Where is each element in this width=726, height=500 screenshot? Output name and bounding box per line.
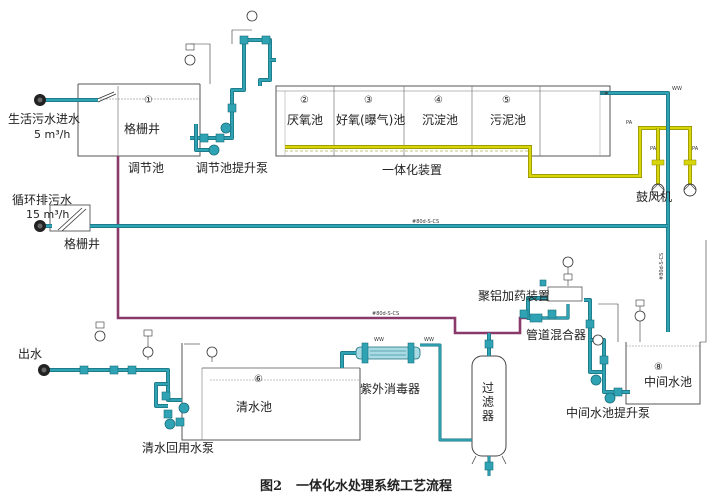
label-sludge: 污泥池: [490, 113, 526, 127]
label-pipe-mixer: 管道混合器: [526, 327, 586, 342]
figure-number: 图2: [260, 479, 282, 494]
tag-ww-1: WW: [672, 86, 682, 92]
number-4: ④: [434, 95, 443, 106]
water-pipes: [42, 38, 670, 476]
domestic-inlet-flange-icon: [34, 94, 46, 106]
label-aerobic: 好氧(曝气)池: [336, 112, 405, 127]
screen-well-2: [49, 204, 91, 232]
pipe-mixer-icon: [529, 279, 547, 323]
regulating-pump-icon: [208, 122, 232, 156]
uv-disinfector: [355, 342, 421, 364]
tag-pa-1: PA: [626, 120, 633, 126]
tag-line-vertical: #80d-S-CS: [659, 253, 665, 280]
instrument-lines: [147, 29, 707, 362]
clear-water-tank: [181, 343, 361, 441]
blower-icon: [651, 159, 697, 197]
number-2: ②: [300, 95, 309, 106]
tag-ww-3: WW: [424, 337, 434, 343]
sewage-pipe: [116, 156, 535, 335]
label-outflow: 出水: [18, 347, 42, 361]
label-regulating-pump: 调节池提升泵: [196, 160, 268, 175]
recycle-inlet-flange-icon: [34, 220, 46, 232]
label-blower: 鼓风机: [636, 190, 672, 204]
number-8: ⑧: [654, 362, 663, 373]
clear-water-pump-icon: [164, 402, 190, 430]
regulating-tank: [77, 83, 201, 157]
tag-line-purple: #80d-S-CS: [372, 311, 399, 317]
labels: 生活污水进水 5 m³/h 格栅井 调节池 调节池提升泵 厌氧池 好氧(曝气)池…: [8, 86, 699, 494]
figure-title: 一体化水处理系统工艺流程: [296, 478, 452, 494]
label-mid-pump: 中间水池提升泵: [566, 405, 650, 420]
number-3: ③: [364, 95, 373, 106]
tag-pa-3: PA: [692, 146, 699, 152]
label-recycle-inflow: 循环排污水: [12, 193, 72, 207]
label-uv: 紫外消毒器: [360, 382, 420, 396]
air-pipe: [285, 126, 692, 186]
label-recycle-flow: 15 m³/h: [26, 208, 69, 221]
label-domestic-inflow: 生活污水进水: [8, 112, 80, 126]
label-clear-tank: 清水池: [236, 400, 272, 414]
middle-water-tank: [625, 342, 701, 405]
label-filter-char-1: 过滤器: [482, 381, 494, 423]
label-pac-dosing: 聚铝加药装置: [478, 288, 550, 303]
number-1: ①: [144, 95, 153, 106]
middle-pump-icon: [590, 374, 616, 404]
label-settling: 沉淀池: [422, 113, 458, 127]
label-integrated-device: 一体化装置: [382, 163, 442, 177]
label-domestic-flow: 5 m³/h: [34, 128, 70, 141]
label-screen-well-1: 格栅井: [124, 121, 160, 136]
label-anoxic: 厌氧池: [287, 113, 323, 127]
pressure-gauge-icon: [94, 10, 646, 358]
tag-ww-2: WW: [374, 337, 384, 343]
label-mid-tank: 中间水池: [644, 374, 692, 389]
tag-pa-2: PA: [650, 146, 657, 152]
number-6: ⑥: [254, 374, 263, 385]
valve-icons: [79, 35, 623, 471]
pac-dosing-tank: [547, 286, 583, 302]
tag-line-recycle: #80d-S-CS: [412, 219, 439, 225]
label-screen-well-2: 格栅井: [64, 236, 100, 251]
label-regulating-tank: 调节池: [128, 161, 164, 175]
integrated-device: [275, 85, 611, 157]
outlet-flange-icon: [38, 364, 50, 376]
number-5: ⑤: [502, 95, 511, 106]
label-clear-pump: 清水回用水泵: [142, 441, 214, 455]
